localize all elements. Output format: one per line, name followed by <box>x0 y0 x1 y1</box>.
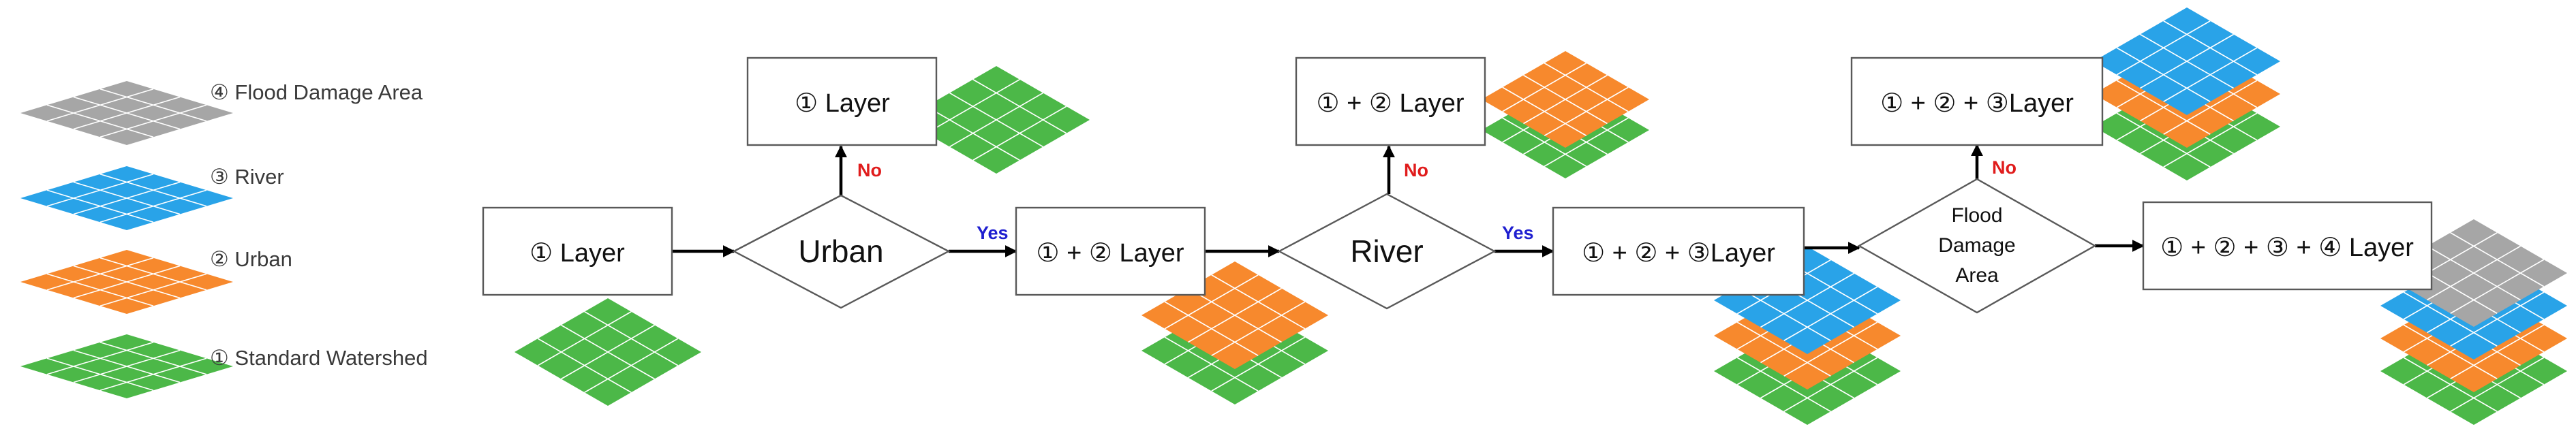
connectors <box>672 144 2145 257</box>
decision-flood-label-line-2: Damage <box>1938 234 2015 257</box>
decision-flood-damage-area <box>1857 178 2097 314</box>
decision-river-label: River <box>1350 234 1423 269</box>
legend-flood-tile <box>20 81 233 145</box>
decisions: Urban River Flood Damage Area <box>732 178 2097 314</box>
box-final-layer-label: ① + ② + ③ + ④ Layer <box>2160 234 2414 262</box>
box-after-urban-layer <box>1015 206 1206 296</box>
box-no-urban-layer-label: ① Layer <box>795 89 890 118</box>
stack-no-river-urban-tile <box>1482 51 1649 148</box>
decision-urban-label: Urban <box>798 234 883 269</box>
decision-flood-label-line-3: Area <box>1955 264 1999 287</box>
box-start-layer <box>482 206 673 296</box>
box-final-layer <box>2142 201 2433 291</box>
edge-label-flood-no: No <box>1992 157 2017 178</box>
process-boxes: ① Layer ① Layer ① + ② Layer ① + ② Layer … <box>482 57 2433 296</box>
decision-river <box>1277 193 1497 310</box>
box-no-river-layer-label: ① + ② Layer <box>1316 89 1464 118</box>
legend-label-standard-watershed: ① Standard Watershed <box>210 346 428 370</box>
box-after-urban-layer-label: ① + ② Layer <box>1036 239 1184 268</box>
box-no-flood-layer-label: ① + ② + ③Layer <box>1880 89 2074 118</box>
edge-label-urban-no: No <box>857 160 882 180</box>
box-after-river-layer <box>1552 206 1805 296</box>
decision-urban <box>732 194 951 309</box>
stack-no-flood-river-tile <box>2094 7 2280 115</box>
legend: ④ Flood Damage Area ③ River ② Urban ① St… <box>210 80 428 370</box>
edge-labels: Yes No Yes No No <box>857 157 2017 243</box>
legend-watershed-tile <box>20 334 233 398</box>
edge-label-urban-yes: Yes <box>977 223 1009 243</box>
box-no-urban-layer <box>746 57 938 146</box>
edge-label-river-no: No <box>1404 160 1428 180</box>
edge-label-river-yes: Yes <box>1502 223 1534 243</box>
stack-start-watershed-tile <box>515 298 701 406</box>
stack-no-urban-watershed-tile <box>903 66 1090 174</box>
box-after-river-layer-label: ① + ② + ③Layer <box>1582 239 1775 268</box>
legend-river-tile <box>20 166 233 230</box>
decision-flood-label-line-1: Flood <box>1951 204 2002 227</box>
box-start-layer-label: ① Layer <box>530 239 625 268</box>
legend-label-flood-damage-area: ④ Flood Damage Area <box>210 80 423 104</box>
box-no-river-layer <box>1295 57 1486 146</box>
legend-urban-tile <box>20 250 233 314</box>
legend-label-urban: ② Urban <box>210 247 292 271</box>
box-no-flood-layer <box>1850 57 2104 146</box>
legend-label-river: ③ River <box>210 165 284 189</box>
